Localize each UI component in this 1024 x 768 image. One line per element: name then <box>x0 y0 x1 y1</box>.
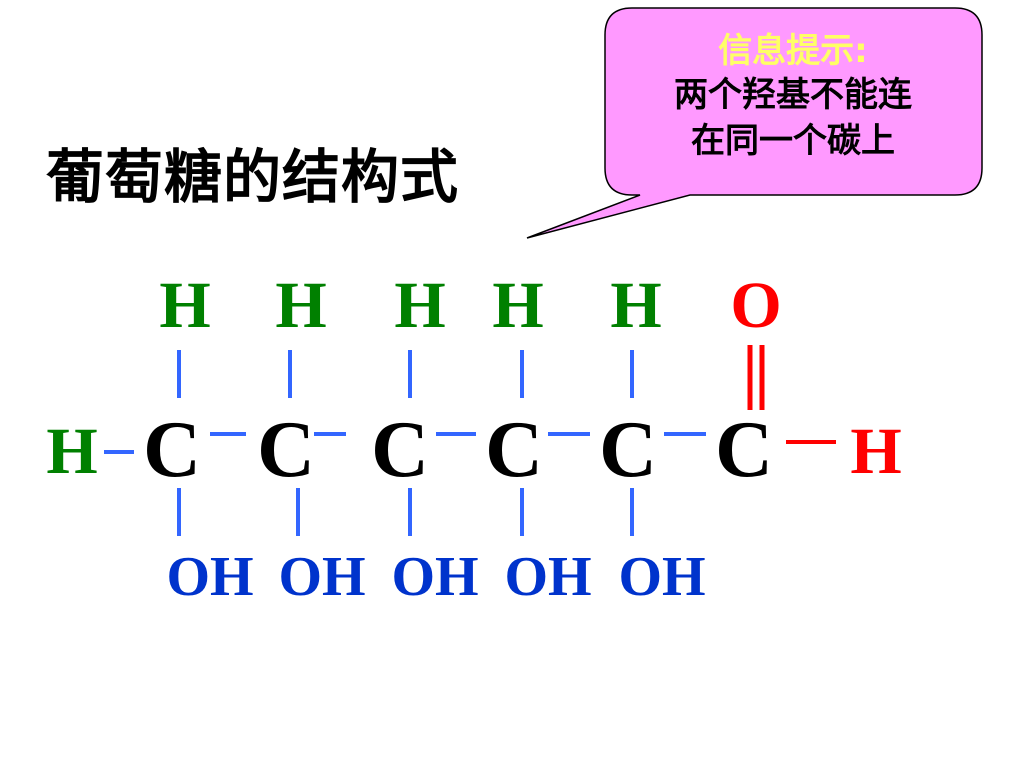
top-hydrogen-4: H <box>492 269 543 342</box>
carbonyl-double-bond <box>747 345 765 410</box>
callout-heading: 信息提示: <box>718 31 868 71</box>
callout-text: 信息提示: 两个羟基不能连 在同一个碳上 <box>606 30 980 164</box>
top-hydrogen-5: H <box>610 269 661 342</box>
carbon-5: C <box>599 406 657 494</box>
callout-line-1: 两个羟基不能连 <box>674 75 912 115</box>
hydroxyl-2: OH <box>278 546 365 608</box>
hydroxyl-1: OH <box>166 546 253 608</box>
callout-line-2: 在同一个碳上 <box>691 121 895 161</box>
carbon-3: C <box>371 406 429 494</box>
hydroxyl-5: OH <box>618 546 705 608</box>
carbonyl-oxygen: O <box>730 269 781 342</box>
carbon-6: C <box>715 406 773 494</box>
carbon-2: C <box>257 406 315 494</box>
chain-bonds <box>104 432 706 454</box>
aldehyde-hydrogen: H <box>850 415 901 488</box>
hydroxyl-4: OH <box>504 546 591 608</box>
top-bonds <box>177 350 634 398</box>
bottom-bonds <box>177 488 634 536</box>
top-hydrogen-1: H <box>159 269 210 342</box>
left-hydrogen: H <box>46 415 97 488</box>
top-hydrogen-2: H <box>275 269 326 342</box>
page-title: 葡萄糖的结构式 <box>46 143 460 211</box>
carbon-4: C <box>485 406 543 494</box>
top-hydrogen-3: H <box>394 269 445 342</box>
carbon-1: C <box>143 406 201 494</box>
hydroxyl-3: OH <box>391 546 478 608</box>
